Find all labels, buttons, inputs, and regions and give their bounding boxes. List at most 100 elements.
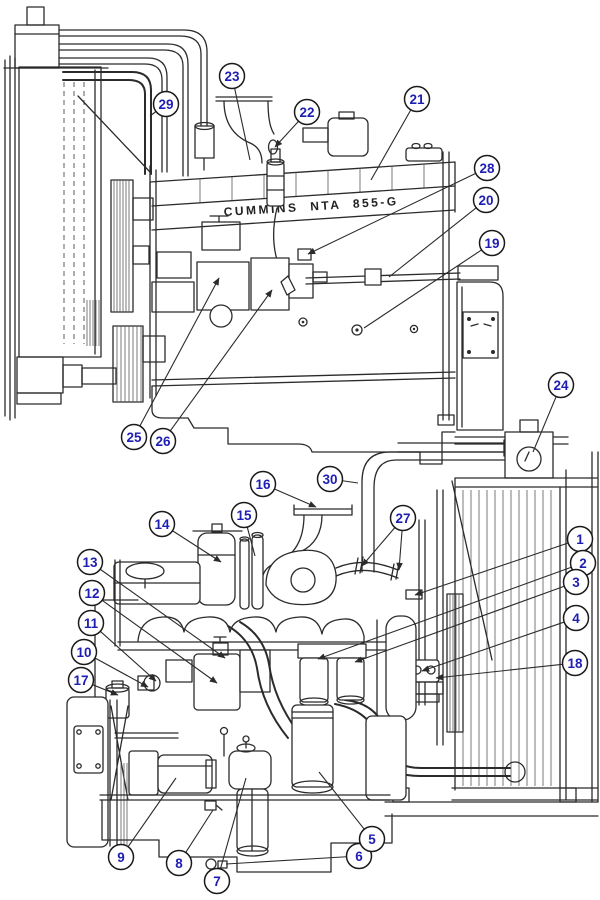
- callout-14-circle: [148, 510, 176, 538]
- callout-18: 18: [435, 649, 589, 681]
- callout-19: 19: [363, 229, 506, 329]
- callout-14: 14: [148, 510, 222, 563]
- callout-5: 5: [318, 771, 386, 853]
- fuel-filter-top: [266, 161, 285, 207]
- callout-30-leader: [342, 480, 359, 484]
- oil-filter: [291, 704, 334, 788]
- callout-18-number: 18: [567, 656, 583, 671]
- callout-23-number: 23: [224, 69, 240, 84]
- callout-22-leader: [274, 120, 299, 148]
- exhaust-turbo-bottom: [261, 504, 400, 606]
- callout-30: 30: [316, 465, 359, 493]
- fuel-line-fitting: [364, 268, 382, 286]
- air-cleaner-bottom: [192, 523, 264, 610]
- callout-25-circle: [120, 423, 148, 451]
- reservoir-tank: [327, 117, 369, 157]
- starter-motor: [157, 754, 213, 794]
- callout-9-circle: [107, 843, 135, 871]
- callout-29-number: 29: [158, 97, 173, 112]
- callout-15-leader: [246, 526, 256, 557]
- fuel-filter-right: [336, 657, 365, 701]
- callout-3: 3: [354, 568, 590, 663]
- callout-11-leader: [99, 630, 157, 682]
- bottom-engine-view: [66, 419, 599, 873]
- callout-5-circle: [358, 825, 386, 853]
- callout-18-leader: [435, 663, 563, 681]
- callout-29-circle: [152, 90, 180, 118]
- radiator-hoses: [58, 29, 215, 177]
- callout-6-leader: [225, 856, 347, 865]
- callout-4: 4: [421, 604, 590, 672]
- callout-12-number: 12: [84, 586, 99, 601]
- callout-2-number: 2: [579, 556, 587, 571]
- callout-27-leader: [361, 527, 396, 567]
- callout-9-leader: [127, 777, 177, 848]
- injection-pump-cluster-bottom: [114, 621, 299, 739]
- top-engine-view: CUMMINS NTA 855-G: [3, 6, 569, 465]
- callout-13-number: 13: [82, 555, 98, 570]
- callout-28-circle: [473, 154, 501, 182]
- callout-24-leader: [532, 396, 557, 453]
- callout-3-circle: [562, 568, 590, 596]
- callout-23-circle: [218, 62, 246, 90]
- callout-1-leader: [414, 542, 569, 596]
- fuel-filter-left: [299, 657, 329, 703]
- callout-20-number: 20: [478, 193, 493, 208]
- fuel-pump-cluster-top: [151, 215, 328, 328]
- callout-22: 22: [274, 98, 321, 148]
- radiator-cap: [516, 446, 542, 472]
- engine-block-top: CUMMINS NTA 855-G: [149, 161, 456, 465]
- callout-22-number: 22: [299, 105, 314, 120]
- callout-4-leader: [421, 621, 565, 672]
- callout-26-leader: [169, 289, 273, 432]
- callout-30-number: 30: [322, 472, 337, 487]
- fitting-28: [297, 248, 312, 261]
- callout-23: 23: [218, 62, 251, 161]
- callout-26-circle: [149, 427, 177, 455]
- callout-25-number: 25: [126, 430, 142, 445]
- callout-6-number: 6: [355, 849, 363, 864]
- front-drive-bottom: [66, 696, 217, 848]
- callout-3-leader: [354, 585, 565, 663]
- filters-bottom: [291, 615, 417, 801]
- expansion-tank-top: [14, 24, 60, 69]
- fan-belt-pulleys-top: [110, 179, 166, 403]
- callout-17-circle: [67, 666, 95, 694]
- callout-26: 26: [149, 289, 273, 455]
- callout-28: 28: [307, 154, 501, 255]
- callout-2-leader: [317, 566, 572, 660]
- callout-16-circle: [249, 470, 277, 498]
- callout-4-circle: [562, 604, 590, 632]
- callout-29-leader: [149, 111, 157, 117]
- head-components-top: [215, 96, 443, 277]
- callout-18-circle: [561, 649, 589, 677]
- callout-21: 21: [370, 85, 431, 181]
- expansion-tank-bottom: [504, 431, 554, 479]
- callout-25-leader: [139, 277, 220, 427]
- callout-27-leader: [396, 530, 403, 571]
- callout-10: 10: [70, 638, 149, 688]
- callout-28-number: 28: [479, 161, 495, 176]
- radiator-top-view: [3, 6, 117, 421]
- separator-and-drains: [204, 726, 272, 870]
- drain-cock: [204, 800, 217, 811]
- breather-fitting: [267, 139, 279, 155]
- callout-13: 13: [76, 548, 226, 659]
- callout-3-number: 3: [572, 575, 580, 590]
- drain-plug: [205, 858, 217, 870]
- callout-20-leader: [388, 207, 477, 278]
- callout-7-circle: [203, 867, 231, 895]
- callout-24: 24: [532, 371, 575, 453]
- fuel-line-top: [305, 268, 461, 286]
- callout-10-circle: [70, 638, 98, 666]
- callout-30-circle: [316, 465, 344, 493]
- callout-19-leader: [363, 249, 482, 329]
- callout-20: 20: [388, 186, 500, 278]
- callout-8-leader: [185, 809, 214, 853]
- callout-20-circle: [472, 186, 500, 214]
- callout-10-leader: [94, 657, 149, 688]
- callout-19-circle: [478, 229, 506, 257]
- callout-17-number: 17: [73, 673, 88, 688]
